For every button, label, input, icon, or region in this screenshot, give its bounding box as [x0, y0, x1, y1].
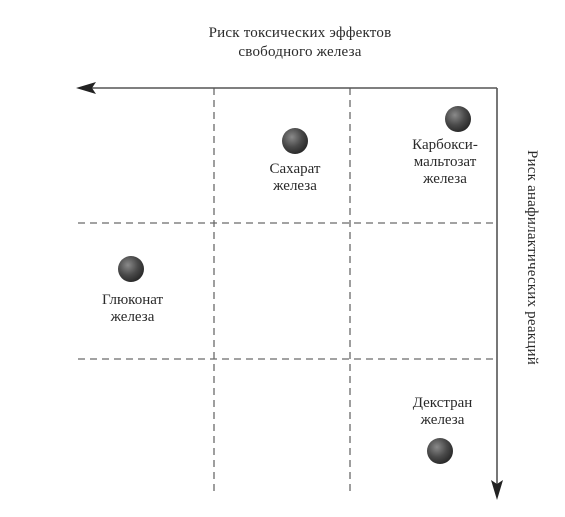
- label-gluconate-line-2: железа: [110, 309, 155, 325]
- label-carboxymaltose-line-2: мальтозат: [413, 154, 477, 170]
- anaphylaxis-axis-title: Риск анафилактических реакций: [524, 150, 540, 365]
- marker-gluconate: [118, 256, 144, 282]
- label-saccharate: Сахарат железа: [255, 161, 335, 195]
- marker-dextran: [427, 438, 453, 464]
- toxicity-axis-arrowhead: [76, 82, 96, 94]
- toxicity-axis-title-line-2: свободного железа: [238, 44, 362, 60]
- toxicity-axis-title: Риск токсических эффектов свободного жел…: [150, 24, 450, 62]
- label-saccharate-line-2: железа: [273, 178, 317, 194]
- marker-saccharate: [282, 128, 308, 154]
- label-dextran: Декстран железа: [400, 395, 485, 429]
- marker-carboxymaltose: [445, 106, 471, 132]
- markers: [118, 106, 471, 464]
- toxicity-axis-title-line-1: Риск токсических эффектов: [208, 25, 392, 41]
- label-dextran-line-1: Декстран: [412, 395, 473, 411]
- grid: [78, 88, 498, 494]
- label-carboxymaltose-line-1: Карбокси-: [412, 137, 478, 153]
- label-saccharate-line-1: Сахарат: [269, 161, 321, 177]
- label-gluconate-line-1: Глюконат: [101, 292, 164, 308]
- axes: [76, 82, 503, 500]
- label-gluconate: Глюконат железа: [85, 292, 180, 326]
- label-dextran-line-2: железа: [420, 412, 465, 428]
- anaphylaxis-axis-arrowhead: [491, 480, 503, 500]
- label-carboxymaltose: Карбокси- мальтозат железа: [395, 137, 495, 188]
- label-carboxymaltose-line-3: железа: [423, 171, 467, 187]
